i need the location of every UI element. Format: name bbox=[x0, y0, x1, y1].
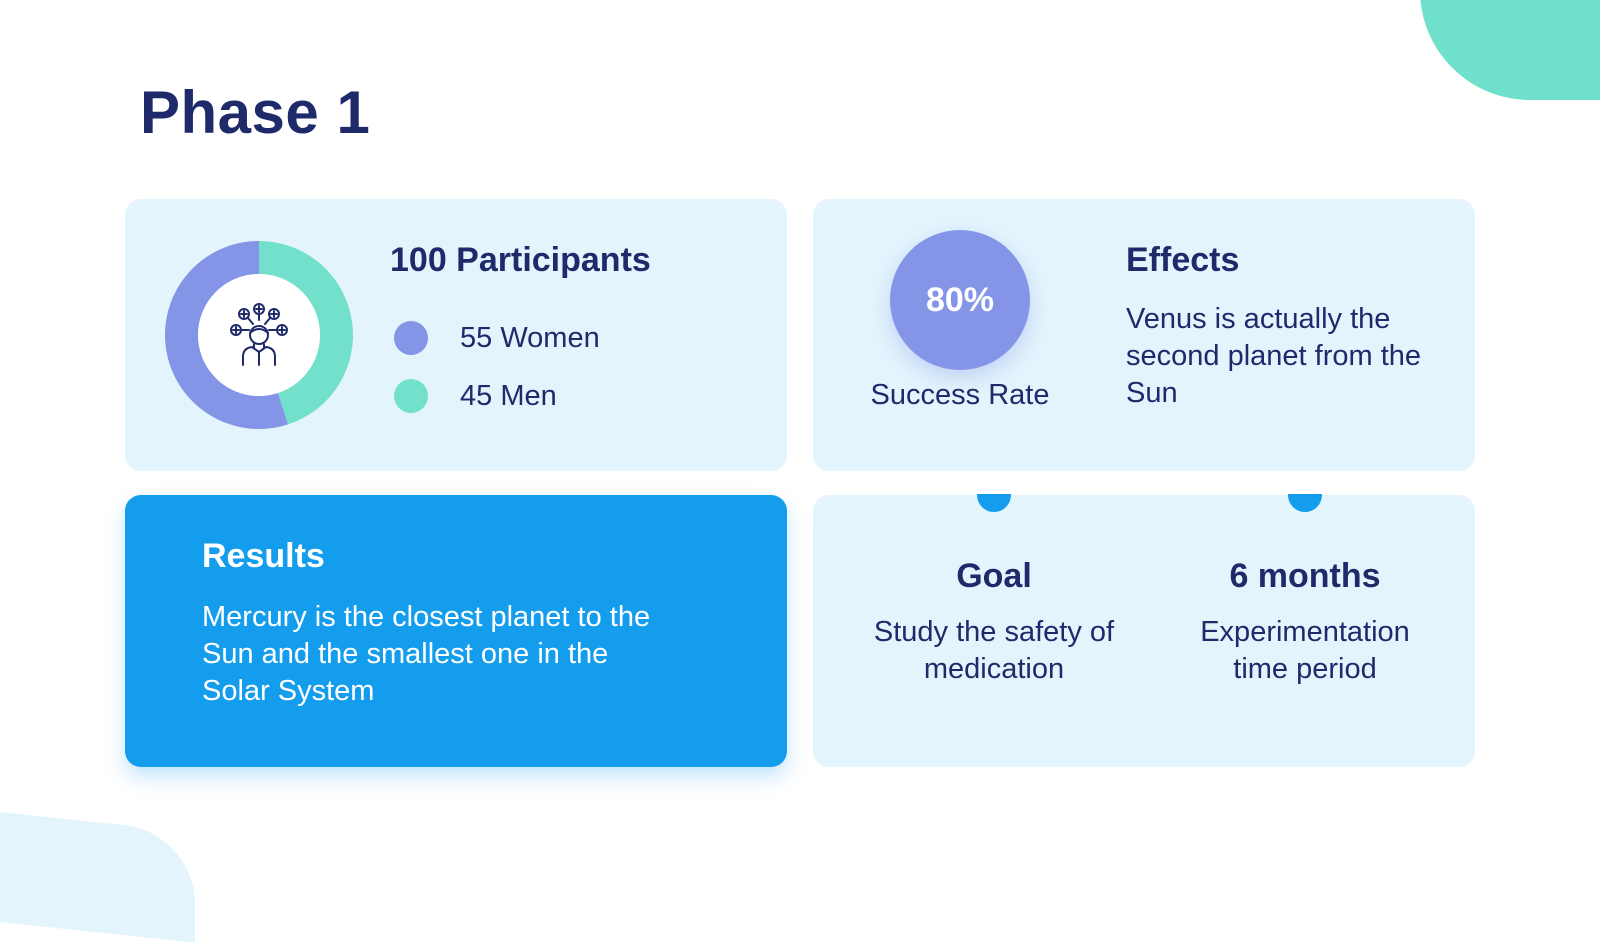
timeline-card: Goal Study the safety of medication 6 mo… bbox=[813, 494, 1475, 767]
effects-text: Venus is actually the second planet from… bbox=[1126, 303, 1422, 409]
participants-title: 100 Participants bbox=[390, 241, 651, 279]
participants-donut-chart bbox=[164, 241, 353, 429]
timeline-item-goal: Goal Study the safety of medication bbox=[864, 557, 1124, 688]
legend-item-men: 45 Men bbox=[394, 379, 557, 413]
success-rate-value: 80% bbox=[925, 280, 995, 319]
legend-label-women: 55 Women bbox=[460, 321, 600, 354]
duration-text: Experimentation time period bbox=[1200, 616, 1410, 685]
page-title: Phase 1 bbox=[140, 79, 371, 146]
person-with-ideas-icon bbox=[223, 297, 295, 374]
donut-svg bbox=[164, 241, 353, 429]
legend-dot-men bbox=[394, 379, 428, 413]
results-text: Mercury is the closest planet to the Sun… bbox=[202, 601, 651, 707]
success-rate-label: Success Rate bbox=[870, 379, 1050, 411]
legend-item-women: 55 Women bbox=[394, 321, 600, 355]
timeline-pin-goal bbox=[977, 494, 1011, 512]
timeline-pin-duration bbox=[1288, 494, 1322, 512]
decorative-blob-bottom-left bbox=[0, 810, 195, 943]
effects-card: 80% Success Rate Effects Venus is actual… bbox=[813, 199, 1475, 471]
results-card: Results Mercury is the closest planet to… bbox=[125, 495, 787, 767]
legend-label-men: 45 Men bbox=[460, 379, 557, 412]
donut-center bbox=[198, 274, 320, 396]
legend-dot-women bbox=[394, 321, 428, 355]
results-title: Results bbox=[202, 537, 325, 575]
donut-segment-55-women bbox=[164, 241, 289, 429]
donut-segment-45-men bbox=[259, 241, 353, 425]
duration-title: 6 months bbox=[1229, 557, 1381, 595]
effects-title: Effects bbox=[1126, 241, 1240, 279]
success-rate-circle: 80% bbox=[890, 230, 1030, 370]
participants-card: 100 Participants 55 Women 45 Men bbox=[125, 199, 787, 471]
goal-text: Study the safety of medication bbox=[873, 616, 1115, 685]
decorative-blob-top-right bbox=[1420, 0, 1600, 100]
goal-title: Goal bbox=[956, 557, 1032, 595]
timeline-item-duration: 6 months Experimentation time period bbox=[1175, 557, 1435, 688]
